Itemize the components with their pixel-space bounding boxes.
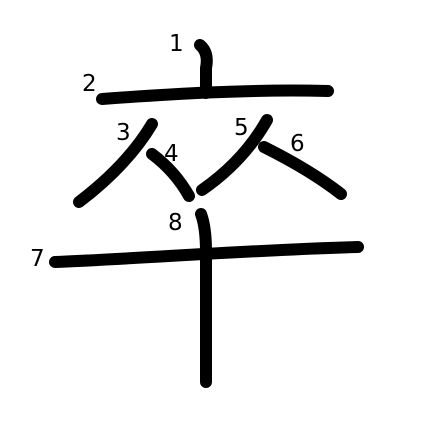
stroke-8: [195, 208, 212, 388]
stroke-number-7: 7: [30, 246, 45, 272]
stroke-number-3: 3: [116, 120, 131, 146]
stroke-number-2: 2: [82, 71, 97, 97]
character-strokes: [49, 39, 364, 388]
stroke-number-labels: 1 2 3 4 5 6 7 8: [30, 31, 305, 272]
stroke-5: [196, 114, 273, 196]
stroke-2: [96, 84, 334, 105]
stroke-3: [73, 118, 158, 208]
stroke-number-4: 4: [164, 141, 179, 167]
stroke-number-8: 8: [168, 210, 183, 236]
stroke-number-1: 1: [169, 31, 184, 57]
stroke-6: [258, 141, 347, 200]
stroke-number-5: 5: [234, 115, 249, 141]
stroke-1: [194, 39, 213, 99]
stroke-number-6: 6: [290, 131, 305, 157]
stroke-4: [146, 148, 195, 202]
